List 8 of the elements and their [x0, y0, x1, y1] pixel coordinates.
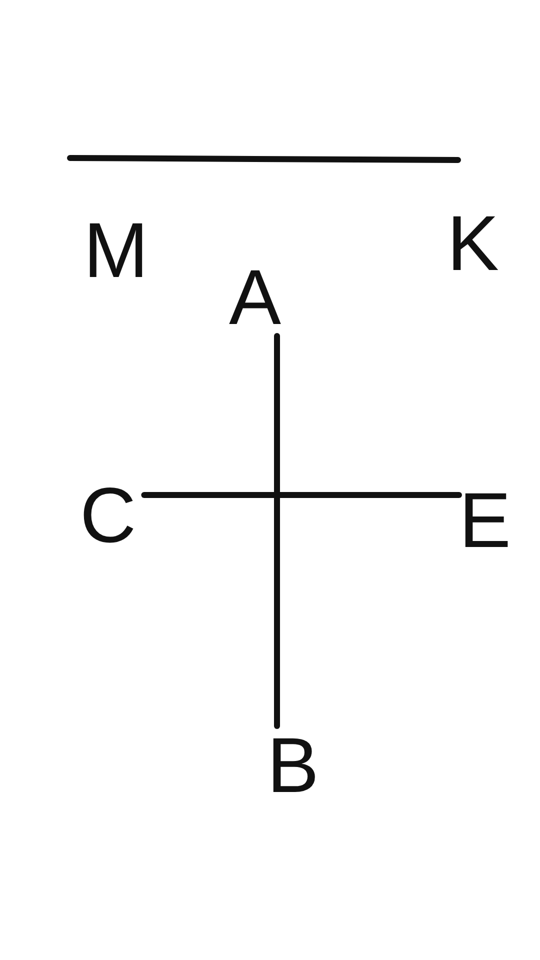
point-label: E — [458, 481, 512, 559]
line-segment — [141, 492, 462, 498]
point-label: M — [84, 211, 148, 289]
point-label: K — [446, 204, 500, 282]
line-segment — [274, 333, 280, 729]
point-label: C — [80, 476, 136, 554]
point-label: B — [266, 726, 320, 804]
point-label: A — [228, 258, 282, 336]
